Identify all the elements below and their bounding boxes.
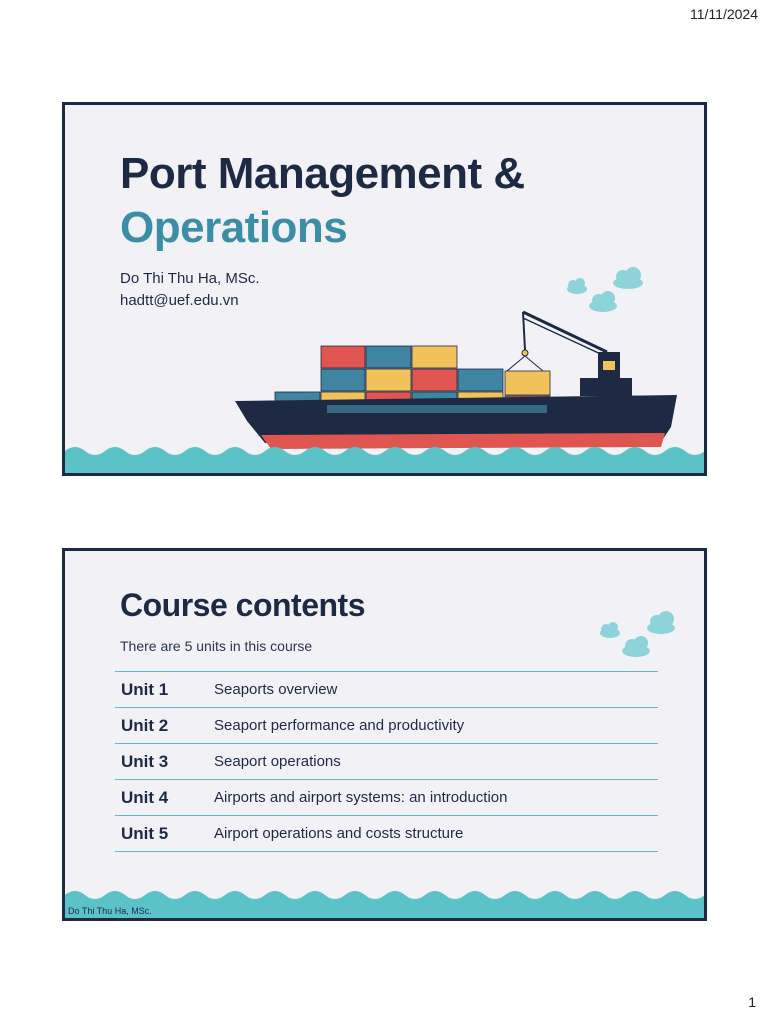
title-slide: Port Management & Operations Do Thi Thu … — [62, 102, 707, 476]
slide-title-highlight: Operations — [120, 203, 348, 252]
sea-waves — [65, 891, 704, 918]
unit-label: Unit 1 — [121, 679, 169, 699]
unit-description: Seaports overview — [214, 681, 338, 698]
author-email: hadtt@uef.edu.vn — [120, 292, 239, 309]
slide-title: Port Management & — [120, 149, 525, 198]
unit-description: Seaport operations — [214, 753, 341, 770]
cargo-ship-illustration — [65, 267, 704, 473]
cloud-icon — [600, 611, 675, 657]
unit-description: Seaport performance and productivity — [214, 717, 465, 734]
unit-label: Unit 2 — [121, 715, 169, 735]
table-row: Unit 3 Seaport operations — [115, 744, 658, 780]
ship-bridge — [580, 352, 632, 396]
slide-title: Course contents — [120, 587, 365, 623]
table-row: Unit 5 Airport operations and costs stru… — [115, 816, 658, 852]
sea-waves — [65, 447, 704, 473]
page-date: 11/11/2024 — [690, 6, 758, 22]
author-name: Do Thi Thu Ha, MSc. — [120, 270, 260, 287]
unit-label: Unit 4 — [121, 787, 169, 807]
table-row: Unit 2 Seaport performance and productiv… — [115, 708, 658, 744]
slide-subtitle: There are 5 units in this course — [120, 638, 313, 654]
units-table: Unit 1 Seaports overview Unit 2 Seaport … — [115, 671, 658, 852]
decorations — [65, 611, 704, 918]
unit-label: Unit 3 — [121, 751, 169, 771]
cloud-icon — [567, 267, 643, 312]
container-stack — [274, 345, 551, 404]
unit-description: Airport operations and costs structure — [214, 825, 464, 842]
unit-description: Airports and airport systems: an introdu… — [214, 789, 508, 806]
unit-label: Unit 5 — [121, 823, 169, 843]
table-row: Unit 4 Airports and airport systems: an … — [115, 780, 658, 816]
page-number: 1 — [748, 994, 756, 1010]
course-contents-slide: Course contents There are 5 units in thi… — [62, 548, 707, 921]
table-row: Unit 1 Seaports overview — [115, 672, 658, 708]
slide-footer: Do Thi Thu Ha, MSc. — [68, 906, 152, 916]
crane-icon — [506, 310, 608, 372]
